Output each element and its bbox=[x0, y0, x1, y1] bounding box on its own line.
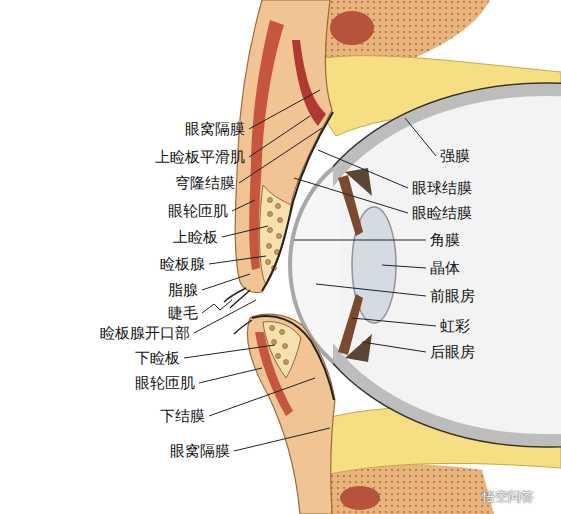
part-label: 穹隆结膜 bbox=[175, 174, 235, 192]
eyelashes bbox=[224, 288, 252, 334]
part-label: 睑板腺开口部 bbox=[100, 324, 190, 342]
part-label: 强膜 bbox=[440, 147, 470, 165]
leader-lines bbox=[184, 90, 436, 451]
part-label: 下睑板 bbox=[135, 349, 180, 367]
ciliary-body bbox=[345, 334, 372, 362]
part-label: 晶体 bbox=[430, 259, 460, 277]
part-label: 睫毛 bbox=[168, 304, 198, 322]
part-label: 眼窝隔膜 bbox=[170, 442, 230, 460]
part-label: 下结膜 bbox=[160, 407, 205, 425]
part-label: 眼窝隔膜 bbox=[185, 120, 245, 138]
bone-cavity bbox=[330, 11, 374, 45]
tarsal-glands bbox=[266, 198, 283, 271]
part-label: 上睑板 bbox=[173, 228, 218, 246]
bone-cavity bbox=[340, 486, 380, 510]
part-label: 上睑板平滑肌 bbox=[155, 148, 245, 166]
palpebral-conjunctiva bbox=[262, 112, 333, 291]
upper-eyelid bbox=[235, 0, 332, 293]
part-label: 脂腺 bbox=[168, 281, 198, 299]
part-label: 后眼房 bbox=[430, 343, 475, 361]
part-label: 眼球结膜 bbox=[412, 179, 472, 197]
lower-eyelid bbox=[247, 314, 335, 514]
sclera bbox=[333, 90, 561, 440]
part-label: 眼睑结膜 bbox=[412, 204, 472, 222]
bulbar-conjunctiva bbox=[333, 83, 561, 447]
palpebral-conjunctiva bbox=[252, 316, 334, 400]
lower-tarsus bbox=[263, 322, 301, 378]
upper-tarsus bbox=[260, 185, 291, 285]
part-label: 角膜 bbox=[430, 231, 460, 249]
part-label: 眼轮匝肌 bbox=[168, 202, 228, 220]
ciliary-body bbox=[345, 168, 372, 196]
part-label: 眼轮匝肌 bbox=[135, 374, 195, 392]
part-label: 虹彩 bbox=[440, 317, 470, 335]
watermark: 悟空问答 bbox=[482, 489, 534, 505]
part-label: 睑板腺 bbox=[160, 255, 205, 273]
smooth-muscle bbox=[292, 40, 326, 126]
part-label: 前眼房 bbox=[430, 287, 475, 305]
